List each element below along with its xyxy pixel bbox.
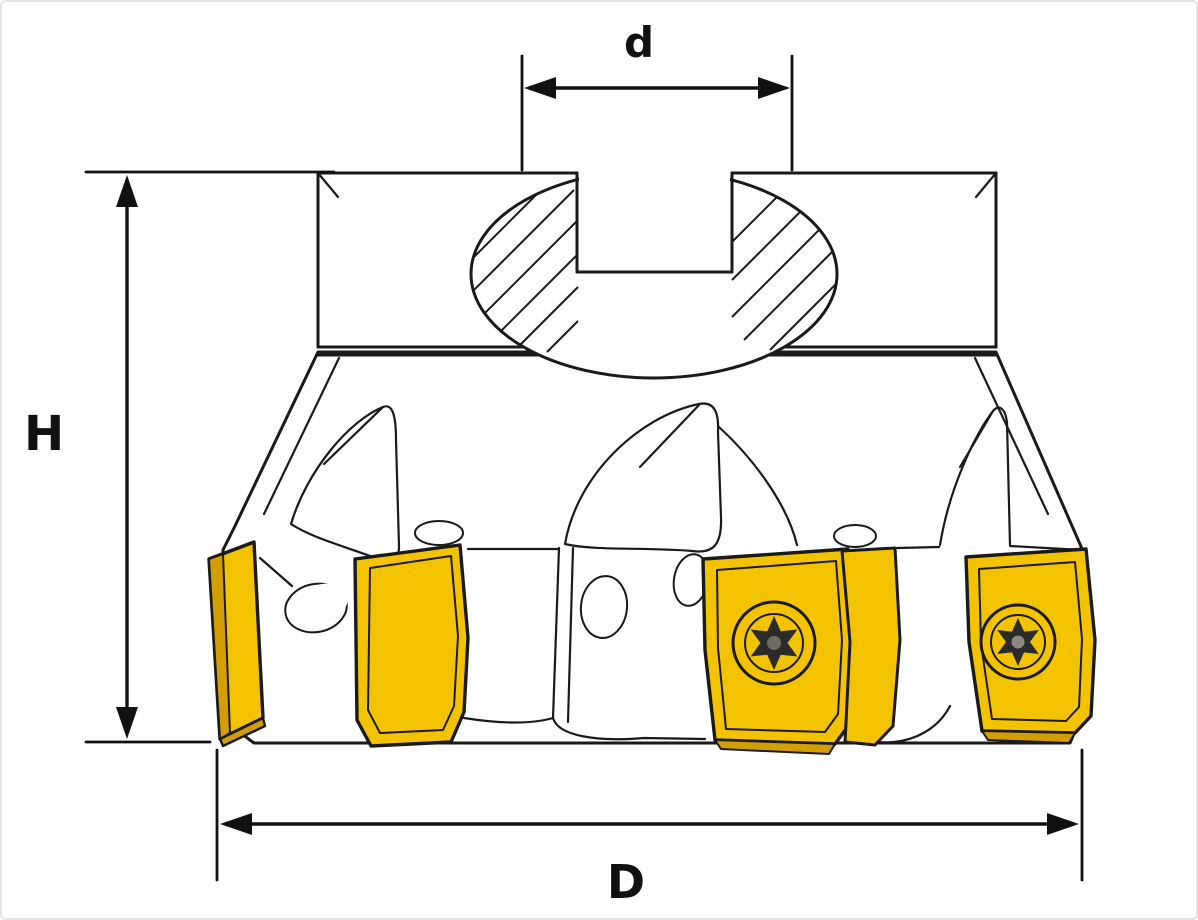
- arrow-h-bottom-icon: [116, 707, 138, 739]
- chamfer-left: [316, 171, 340, 199]
- pocket-wall-b: [566, 546, 575, 724]
- body-silhouette: [221, 350, 1085, 745]
- pocket-left-outline: [289, 405, 401, 563]
- insert-center-right: [701, 546, 902, 755]
- screw-center-dot-2: [1011, 635, 1025, 649]
- screw-bore-right: [833, 524, 877, 548]
- screw-head-inner: [744, 613, 804, 673]
- pocket-left-facet: [322, 405, 385, 466]
- screw-bore-left: [414, 520, 464, 546]
- arrow-h-top-icon: [116, 175, 138, 207]
- dimension-diameter: D: [215, 748, 1084, 909]
- arrow-D-right-icon: [1047, 813, 1079, 835]
- hub-section: [469, 150, 839, 380]
- wiper-edge: [462, 716, 555, 724]
- pocket-wall-a: [551, 546, 561, 720]
- hole-center: [579, 575, 629, 639]
- dimension-h: H: [24, 170, 336, 744]
- chamfer-right: [974, 171, 998, 199]
- pocket-center-facet: [638, 403, 701, 469]
- slot-outline: [575, 171, 734, 274]
- cutting-diameter-label: D: [607, 855, 645, 909]
- hatching-left: [471, 183, 579, 353]
- height-label: H: [24, 406, 64, 462]
- arrow-d-right-icon: [758, 77, 790, 99]
- insert-center-left-body: [353, 543, 470, 748]
- pocket-center-spur: [717, 425, 799, 547]
- insert-far-right: [964, 547, 1097, 744]
- bore-diameter-label: d: [624, 18, 654, 67]
- cutter-body: [221, 345, 1085, 745]
- arrow-D-left-icon: [220, 813, 252, 835]
- insert-center-left: [353, 543, 470, 748]
- insert-center-right-front: [840, 546, 902, 747]
- screw-head-inner-2: [990, 614, 1046, 670]
- pocket-bottom-curve: [551, 716, 707, 741]
- insert-center-right-lip: [714, 739, 836, 755]
- hole-left-highlight: [298, 583, 348, 621]
- screw-head-outer-2: [979, 603, 1057, 681]
- pocket-right-facet: [958, 409, 995, 469]
- flare-inner-right: [973, 356, 1050, 516]
- seat-edge-right: [895, 545, 941, 550]
- hole-pointer-line: [258, 556, 294, 588]
- dimension-d: d: [520, 18, 794, 172]
- insert-center-right-contour: [716, 560, 843, 733]
- mounting-slot: [316, 171, 998, 349]
- insert-pockets: [258, 402, 1084, 744]
- screw-head-outer: [731, 600, 817, 686]
- flare-inner-left: [262, 356, 341, 516]
- torx-screw-center: [731, 600, 817, 686]
- arrow-d-left-icon: [524, 77, 556, 99]
- insert-center-left-contour: [367, 555, 459, 734]
- insert-far-left: [207, 540, 267, 748]
- torx-screw-right: [979, 603, 1057, 681]
- screw-center-dot: [767, 636, 781, 650]
- insert-far-right-lip: [981, 730, 1076, 744]
- body-bottom-right-curve: [874, 704, 952, 744]
- insert-far-left-lip: [218, 716, 267, 748]
- slot-mask: [579, 150, 730, 270]
- pocket-center-outline: [563, 402, 723, 553]
